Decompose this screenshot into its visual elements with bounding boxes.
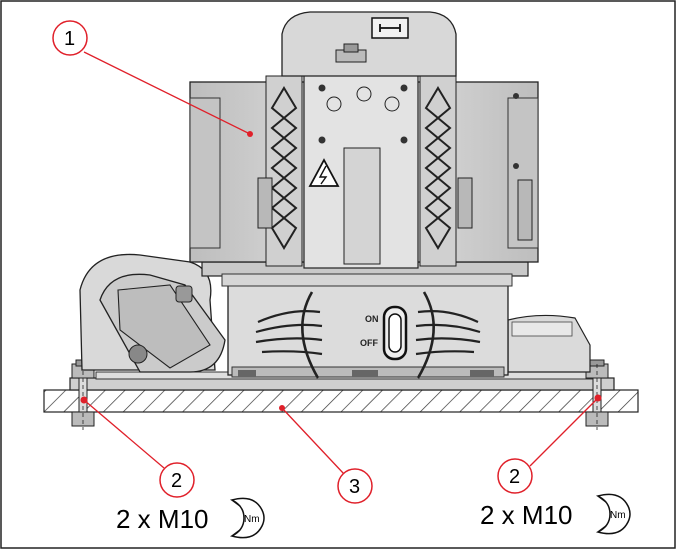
right-torque-unit: Nm	[610, 510, 626, 521]
tilt-handle-assembly	[79, 253, 226, 373]
high-voltage-warning-icon	[308, 158, 340, 187]
callout-leader-dots	[80, 131, 602, 411]
motor-adapter	[221, 273, 513, 287]
right-bolt-spec: 2 x M10	[480, 500, 573, 530]
switch-on-label: ON	[365, 314, 379, 324]
motor-top-cap	[281, 11, 457, 77]
switch-off-label: OFF	[360, 338, 378, 348]
left-bolt-spec: 2 x M10	[116, 504, 209, 534]
callout-2-left-number: 2	[171, 470, 182, 492]
power-switch[interactable]	[382, 305, 408, 361]
callout-3: 3	[337, 468, 373, 504]
callout-2-right-number: 2	[509, 466, 520, 488]
rear-housing	[507, 314, 591, 373]
callout-1-number: 1	[64, 28, 75, 50]
right-torque-wrench-icon: Nm	[595, 493, 631, 535]
callout-1: 1	[52, 20, 88, 56]
left-bracket	[265, 75, 303, 267]
left-torque-unit: Nm	[244, 514, 260, 525]
callout-leader-lines	[83, 51, 599, 475]
vent-slots	[255, 291, 481, 379]
left-torque-wrench-icon: Nm	[229, 497, 265, 539]
callout-2-right: 2	[497, 458, 533, 494]
floor-surface	[43, 389, 639, 413]
right-bracket	[419, 75, 457, 267]
callout-2-left: 2	[159, 462, 195, 498]
callout-3-number: 3	[349, 476, 360, 498]
switch-housing: ON OFF	[227, 284, 509, 379]
motor-housing	[189, 71, 539, 269]
